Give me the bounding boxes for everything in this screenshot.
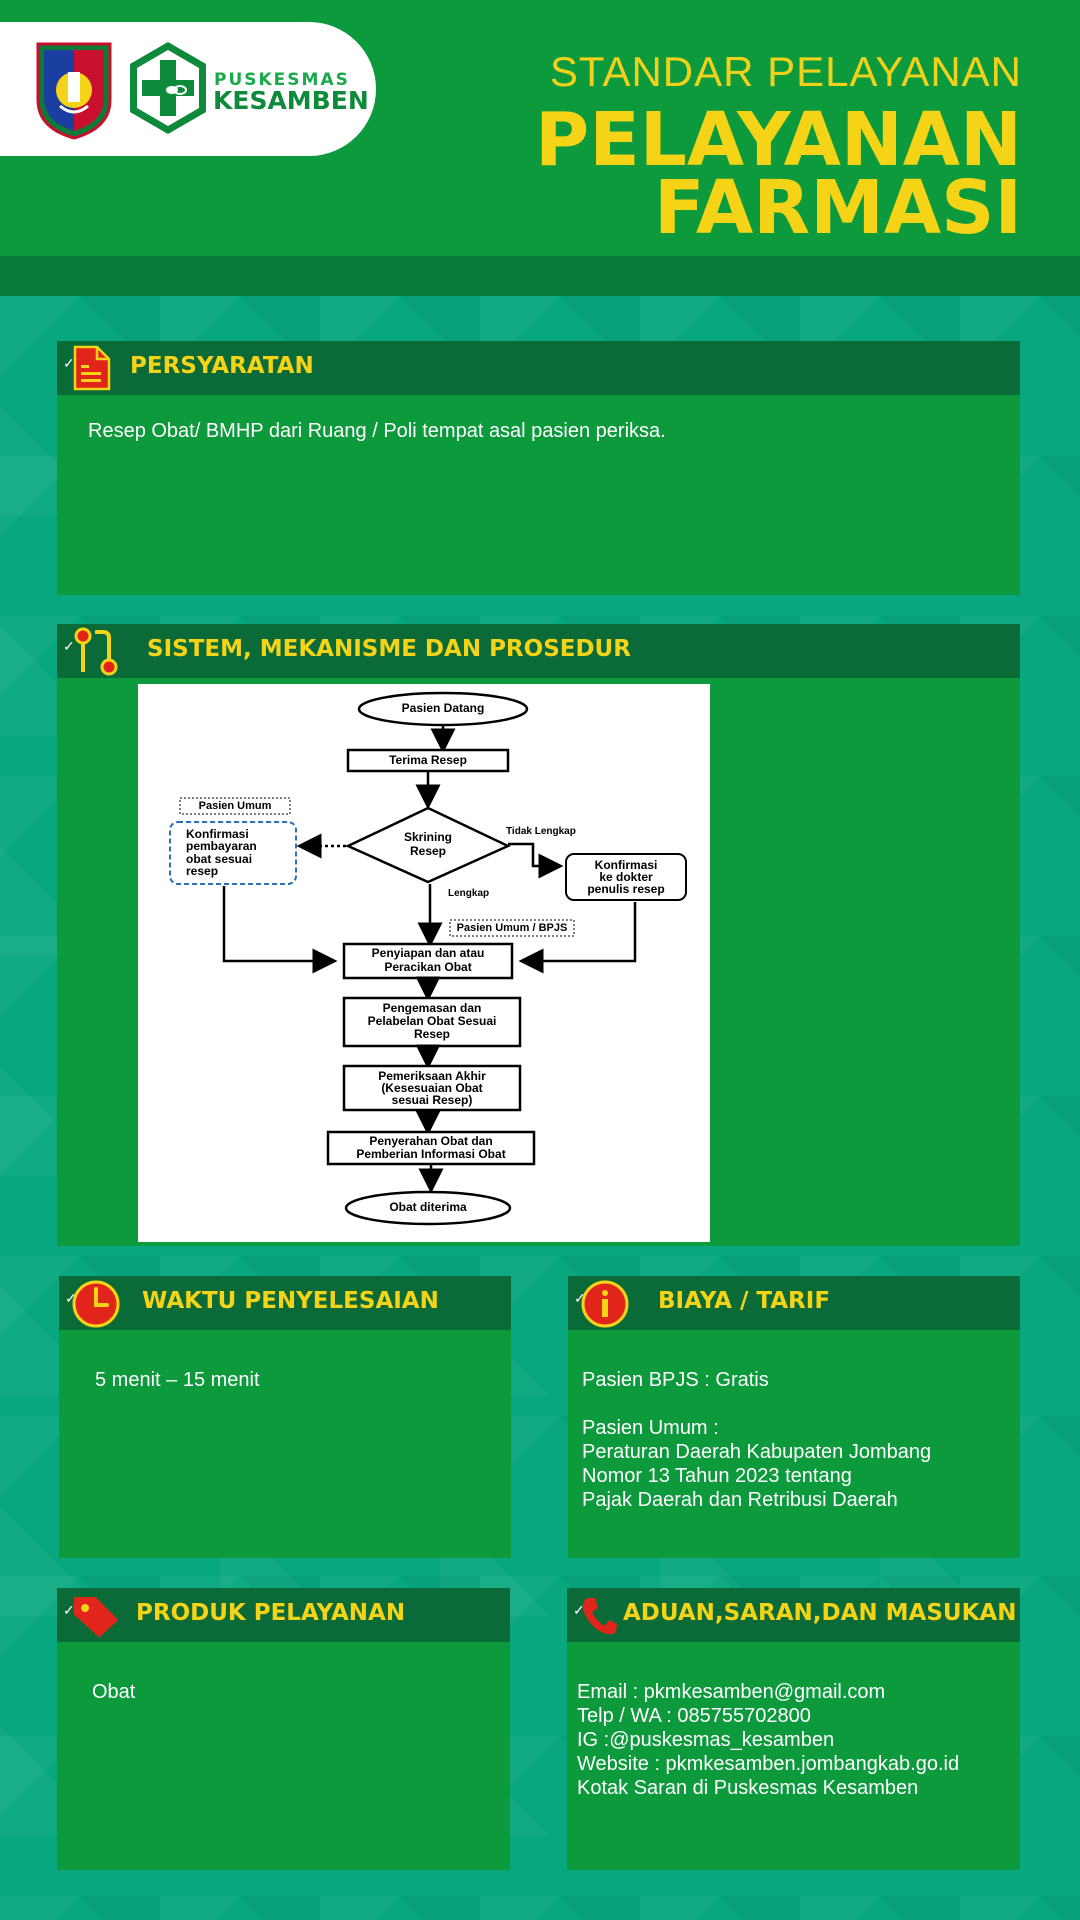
puskesmas-logo xyxy=(130,42,206,134)
info-icon xyxy=(581,1280,629,1328)
card-header: ✓ BIAYA / TARIF xyxy=(568,1276,1020,1330)
check-icon: ✓ xyxy=(63,1602,75,1618)
biaya-text: Pasien BPJS : Gratis Pasien Umum : Perat… xyxy=(582,1368,931,1512)
aduan-ig: IG :@puskesmas_kesamben xyxy=(577,1729,835,1751)
card-title: ADUAN,SARAN,DAN MASUKAN xyxy=(623,1600,1017,1626)
biaya-line5: Pajak Daerah dan Retribusi Daerah xyxy=(582,1489,898,1511)
flow-umum-bpjs-tag xyxy=(449,919,575,937)
biaya-line2: Pasien Umum : xyxy=(582,1417,719,1439)
check-icon: ✓ xyxy=(65,1290,77,1306)
card-header: ✓ PRODUK PELAYANAN xyxy=(57,1588,510,1642)
page-title-line1: PELAYANAN xyxy=(534,97,1022,183)
flow-konf-dokter-label3: penulis resep xyxy=(587,882,664,896)
card-title: BIAYA / TARIF xyxy=(658,1288,831,1314)
document-icon xyxy=(73,345,111,391)
card-title: WAKTU PENYELESAIAN xyxy=(142,1288,439,1314)
flow-icon xyxy=(74,627,118,676)
aduan-email: Email : pkmkesamben@gmail.com xyxy=(577,1681,886,1703)
flow-pemeriksaan-label3: sesuai Resep) xyxy=(392,1093,473,1107)
flow-pemeriksaan-node xyxy=(342,1064,522,1112)
flow-konf-bayar-label4: resep xyxy=(186,864,218,878)
phone-icon xyxy=(582,1598,617,1635)
flow-terima-label: Terima Resep xyxy=(389,753,467,767)
aduan-website: Website : pkmkesamben.jombangkab.go.id xyxy=(577,1753,960,1775)
flow-konf-bayar-label1: Konfirmasi xyxy=(186,827,249,841)
flow-skrining-label1: Skrining xyxy=(404,830,452,844)
card-header: ✓ ADUAN,SARAN,DAN MASUKAN xyxy=(567,1588,1020,1642)
flow-penyerahan-node xyxy=(326,1130,536,1166)
flow-terima-node xyxy=(346,748,510,773)
biaya-line4: Nomor 13 Tahun 2023 tentang xyxy=(582,1465,852,1487)
page-title-line2: FARMASI xyxy=(653,165,1022,251)
logo-brand-line2: KESAMBEN xyxy=(213,86,369,115)
card-persyaratan: ✓ PERSYARATAN Resep Obat/ BMHP dari Ruan… xyxy=(57,341,1020,595)
card-title: SISTEM, MEKANISME DAN PROSEDUR xyxy=(147,636,631,662)
card-waktu: ✓ WAKTU PENYELESAIAN 5 menit – 15 menit xyxy=(59,1276,511,1558)
flow-penyiapan-label2: Peracikan Obat xyxy=(384,960,471,974)
produk-text: Obat xyxy=(92,1681,136,1703)
biaya-line3: Peraturan Daerah Kabupaten Jombang xyxy=(582,1441,932,1463)
flow-tidak-lengkap-label: Tidak Lengkap xyxy=(506,826,576,837)
flow-umum-bpjs-label: Pasien Umum / BPJS xyxy=(457,922,568,934)
flow-konf-bayar-node xyxy=(169,821,297,885)
clock-icon xyxy=(72,1280,120,1328)
biaya-line1: Pasien BPJS : Gratis xyxy=(582,1369,769,1391)
flow-end-label: Obat diterima xyxy=(389,1200,467,1214)
flow-pengemasan-node xyxy=(342,996,522,1048)
flowchart-panel: Pasien Datang Terima Resep Skrining Rese… xyxy=(138,684,710,1242)
flow-pengemasan-label1: Pengemasan dan xyxy=(383,1001,482,1015)
persyaratan-text: Resep Obat/ BMHP dari Ruang / Poli tempa… xyxy=(88,420,666,442)
flow-skrining-label2: Resep xyxy=(410,844,446,858)
card-title: PERSYARATAN xyxy=(130,353,314,379)
flow-start-label: Pasien Datang xyxy=(402,701,485,715)
card-header: ✓ WAKTU PENYELESAIAN xyxy=(59,1276,511,1330)
card-produk: ✓ PRODUK PELAYANAN Obat xyxy=(57,1588,510,1870)
card-header: ✓ PERSYARATAN xyxy=(57,341,1020,395)
page-title: PELAYANAN FARMASI xyxy=(534,97,1022,251)
card-title: PRODUK PELAYANAN xyxy=(136,1600,406,1626)
flow-konf-dokter-label2: ke dokter xyxy=(599,870,653,884)
flow-pemeriksaan-label2: (Kesesuaian Obat xyxy=(381,1081,482,1095)
check-icon: ✓ xyxy=(63,355,75,371)
check-icon: ✓ xyxy=(573,1602,585,1618)
flow-penyiapan-node xyxy=(342,942,514,980)
page-subtitle: STANDAR PELAYANAN xyxy=(549,48,1022,95)
flow-start-node xyxy=(357,691,529,727)
check-icon: ✓ xyxy=(63,638,75,654)
card-header: ✓ SISTEM, MEKANISME DAN PROSEDUR xyxy=(57,624,1020,678)
flow-konf-dokter-label1: Konfirmasi xyxy=(595,858,658,872)
tag-icon xyxy=(74,1597,118,1637)
waktu-text: 5 menit – 15 menit xyxy=(95,1369,260,1391)
flow-penyiapan-label1: Penyiapan dan atau xyxy=(372,946,485,960)
check-icon: ✓ xyxy=(574,1290,586,1306)
jombang-crest-logo xyxy=(36,42,112,140)
logo-brand-line1: PUSKESMAS xyxy=(214,70,350,90)
flow-end-node xyxy=(344,1190,512,1226)
flow-konf-bayar-label3: obat sesuai xyxy=(186,852,252,866)
flow-konf-bayar-label2: pembayaran xyxy=(186,839,257,853)
card-aduan: ✓ ADUAN,SARAN,DAN MASUKAN Email : pkmkes… xyxy=(567,1588,1020,1870)
flow-pemeriksaan-label1: Pemeriksaan Akhir xyxy=(378,1069,486,1083)
flow-pasien-umum-label: Pasien Umum xyxy=(199,800,272,812)
flow-pengemasan-label3: Resep xyxy=(414,1027,450,1041)
aduan-telp: Telp / WA : 085755702800 xyxy=(577,1705,811,1727)
flow-pasien-umum-tag xyxy=(179,797,291,815)
aduan-kotak-saran: Kotak Saran di Puskesmas Kesamben xyxy=(577,1777,919,1799)
header-strip xyxy=(0,256,1080,296)
flow-pengemasan-label2: Pelabelan Obat Sesuai xyxy=(368,1014,497,1028)
aduan-text: Email : pkmkesamben@gmail.com Telp / WA … xyxy=(577,1680,959,1800)
flowchart-diagram: Pasien Datang Terima Resep Skrining Rese… xyxy=(169,691,687,1226)
flow-penyerahan-label1: Penyerahan Obat dan xyxy=(369,1134,492,1148)
flow-penyerahan-label2: Pemberian Informasi Obat xyxy=(356,1147,505,1161)
card-biaya: ✓ BIAYA / TARIF Pasien BPJS : Gratis Pas… xyxy=(568,1276,1020,1558)
flow-lengkap-label: Lengkap xyxy=(448,888,489,899)
flow-konf-dokter-node xyxy=(565,853,687,901)
flow-skrining-node xyxy=(345,806,511,884)
